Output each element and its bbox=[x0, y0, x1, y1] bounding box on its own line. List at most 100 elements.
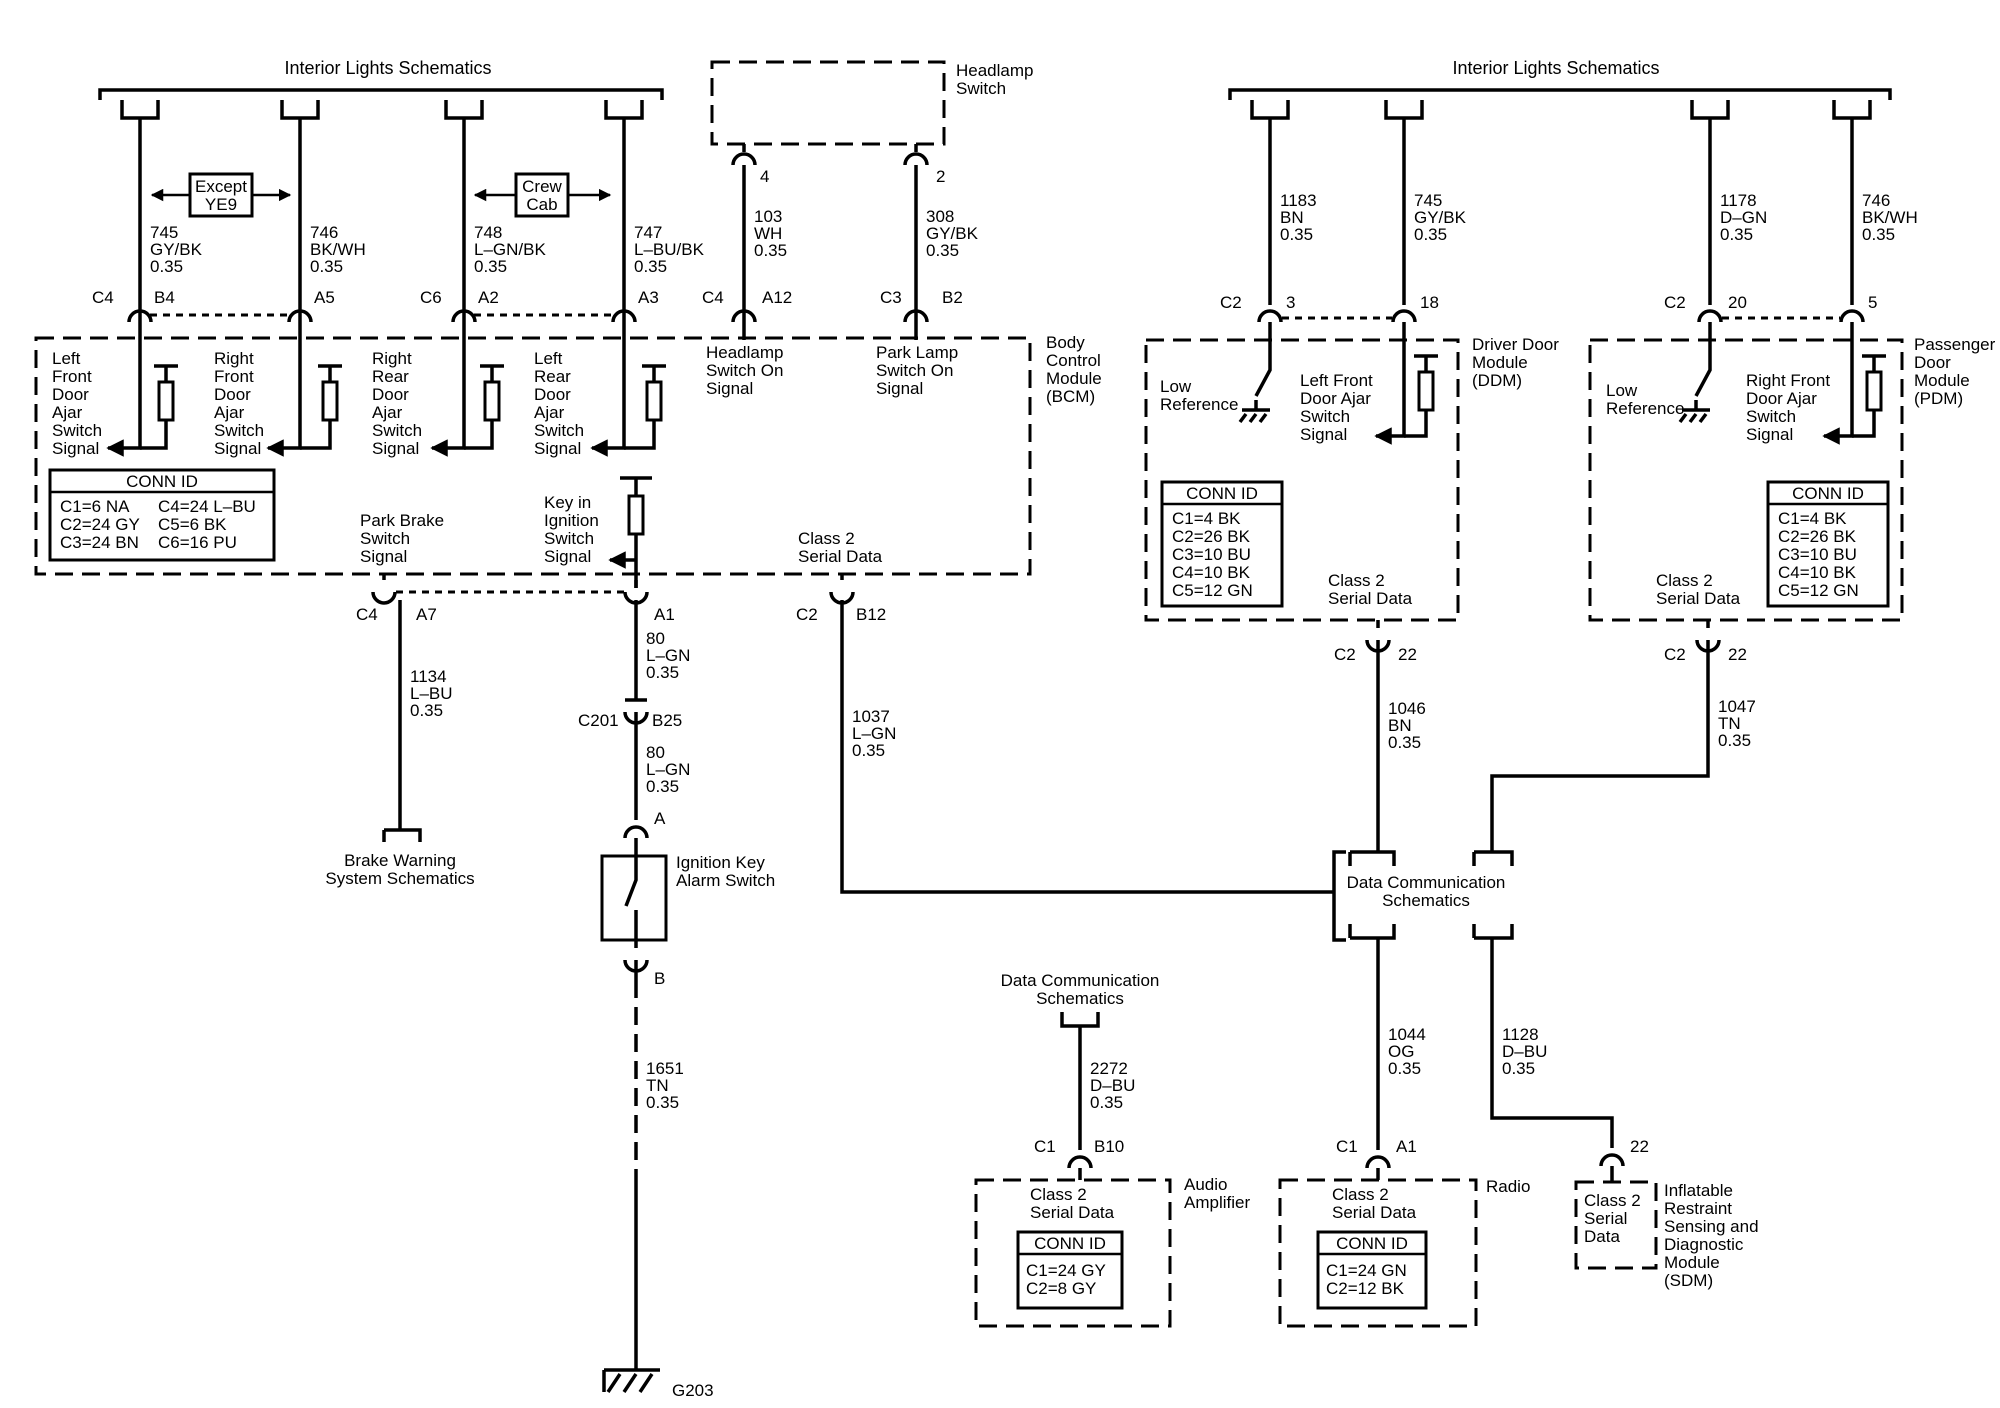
svg-text:C1=24 GY: C1=24 GY bbox=[1026, 1261, 1106, 1280]
svg-text:Ajar: Ajar bbox=[214, 403, 245, 422]
svg-text:3: 3 bbox=[1286, 293, 1295, 312]
svg-text:D–BU: D–BU bbox=[1090, 1076, 1135, 1095]
svg-text:Serial: Serial bbox=[1584, 1209, 1627, 1228]
rr-door-ajar-input: Right Rear Door Ajar Switch Signal bbox=[372, 345, 504, 458]
svg-text:0.35: 0.35 bbox=[310, 257, 343, 276]
svg-text:1128: 1128 bbox=[1502, 1025, 1539, 1044]
svg-text:Signal: Signal bbox=[1746, 425, 1793, 444]
svg-text:Right Front: Right Front bbox=[1746, 371, 1830, 390]
svg-text:0.35: 0.35 bbox=[1280, 225, 1313, 244]
svg-text:747: 747 bbox=[634, 223, 662, 242]
svg-text:Class 2: Class 2 bbox=[1328, 571, 1385, 590]
svg-text:0.35: 0.35 bbox=[1502, 1059, 1535, 1078]
svg-text:CONN ID: CONN ID bbox=[1034, 1234, 1106, 1253]
svg-text:0.35: 0.35 bbox=[1720, 225, 1753, 244]
svg-text:C3=10 BU: C3=10 BU bbox=[1778, 545, 1857, 564]
wire-748: 748 L–GN/BK 0.35 bbox=[474, 223, 546, 276]
svg-text:Rear: Rear bbox=[372, 367, 409, 386]
wire-308: 308 GY/BK 0.35 bbox=[926, 207, 979, 260]
svg-text:C5=12 GN: C5=12 GN bbox=[1778, 581, 1859, 600]
svg-text:2272: 2272 bbox=[1090, 1059, 1128, 1078]
svg-text:A: A bbox=[654, 809, 666, 828]
data-communication-hub: Data Communication Schematics bbox=[1332, 850, 1614, 1150]
svg-text:B2: B2 bbox=[942, 288, 963, 307]
svg-text:(SDM): (SDM) bbox=[1664, 1271, 1713, 1290]
svg-text:Left: Left bbox=[534, 349, 563, 368]
wire-2272: 2272 D–BU 0.35 bbox=[1090, 1059, 1135, 1112]
data-communication-bottom: Data Communication Schematics bbox=[1001, 971, 1159, 1150]
svg-text:Switch On: Switch On bbox=[706, 361, 783, 380]
svg-text:C1=24 GN: C1=24 GN bbox=[1326, 1261, 1407, 1280]
svg-text:TN: TN bbox=[646, 1076, 669, 1095]
svg-text:C6=16 PU: C6=16 PU bbox=[158, 533, 237, 552]
svg-text:Data Communication: Data Communication bbox=[1347, 873, 1506, 892]
wire-745-left: 745 GY/BK 0.35 bbox=[150, 223, 203, 276]
svg-text:WH: WH bbox=[754, 224, 782, 243]
svg-text:C4=10 BK: C4=10 BK bbox=[1778, 563, 1857, 582]
svg-text:Serial Data: Serial Data bbox=[798, 547, 883, 566]
svg-text:Schematics: Schematics bbox=[1036, 989, 1124, 1008]
svg-text:CONN ID: CONN ID bbox=[1336, 1234, 1408, 1253]
svg-text:Switch: Switch bbox=[544, 529, 594, 548]
svg-text:C3=10 BU: C3=10 BU bbox=[1172, 545, 1251, 564]
svg-text:Signal: Signal bbox=[1300, 425, 1347, 444]
svg-text:Park Lamp: Park Lamp bbox=[876, 343, 958, 362]
svg-text:B: B bbox=[654, 969, 665, 988]
svg-text:C2=24 GY: C2=24 GY bbox=[60, 515, 140, 534]
svg-text:(BCM): (BCM) bbox=[1046, 387, 1095, 406]
bcm-conn-id-table: CONN ID C1=6 NA C2=24 GY C3=24 BN C4=24 … bbox=[48, 468, 276, 562]
svg-text:Serial Data: Serial Data bbox=[1030, 1203, 1115, 1222]
svg-text:1183: 1183 bbox=[1280, 191, 1317, 210]
svg-text:Park Brake: Park Brake bbox=[360, 511, 444, 530]
svg-text:Rear: Rear bbox=[534, 367, 571, 386]
svg-text:D–GN: D–GN bbox=[1720, 208, 1767, 227]
svg-text:YE9: YE9 bbox=[205, 195, 237, 214]
rf-door-ajar-input: Right Front Door Ajar Switch Signal bbox=[214, 345, 342, 458]
svg-text:Class 2: Class 2 bbox=[1030, 1185, 1087, 1204]
svg-text:80: 80 bbox=[646, 629, 665, 648]
door-wires-right bbox=[1268, 128, 1854, 305]
svg-text:1047: 1047 bbox=[1718, 697, 1756, 716]
svg-text:Sensing and: Sensing and bbox=[1664, 1217, 1759, 1236]
svg-text:C2: C2 bbox=[1220, 293, 1242, 312]
svg-text:Module: Module bbox=[1046, 369, 1102, 388]
svg-text:1044: 1044 bbox=[1388, 1025, 1426, 1044]
svg-text:Door: Door bbox=[534, 385, 571, 404]
svg-text:Right: Right bbox=[214, 349, 254, 368]
svg-text:Ajar: Ajar bbox=[534, 403, 565, 422]
interior-lights-bus-left: Interior Lights Schematics bbox=[98, 58, 664, 128]
ground-g203-icon: G203 bbox=[602, 1180, 714, 1400]
svg-text:C2=12 BK: C2=12 BK bbox=[1326, 1279, 1405, 1298]
svg-text:C1=6 NA: C1=6 NA bbox=[60, 497, 130, 516]
svg-text:Door: Door bbox=[52, 385, 89, 404]
svg-text:Switch: Switch bbox=[214, 421, 264, 440]
door-module-connectors: C2 3 18 C2 20 5 bbox=[1220, 293, 1877, 323]
svg-text:Module: Module bbox=[1472, 353, 1528, 372]
svg-text:Schematics: Schematics bbox=[1382, 891, 1470, 910]
svg-text:748: 748 bbox=[474, 223, 502, 242]
svg-text:C4=24 L–BU: C4=24 L–BU bbox=[158, 497, 256, 516]
crew-cab-option: Crew Cab bbox=[473, 172, 612, 218]
svg-text:Switch On: Switch On bbox=[876, 361, 953, 380]
svg-text:Signal: Signal bbox=[52, 439, 99, 458]
svg-text:C201: C201 bbox=[578, 711, 619, 730]
svg-text:Low: Low bbox=[1160, 377, 1192, 396]
svg-text:C1: C1 bbox=[1034, 1137, 1056, 1156]
svg-text:2: 2 bbox=[936, 167, 945, 186]
svg-text:B4: B4 bbox=[154, 288, 175, 307]
svg-text:0.35: 0.35 bbox=[646, 1093, 679, 1112]
svg-text:C2: C2 bbox=[1334, 645, 1356, 664]
svg-text:A3: A3 bbox=[638, 288, 659, 307]
svg-text:0.35: 0.35 bbox=[1388, 1059, 1421, 1078]
wire-1178: 1178 D–GN 0.35 bbox=[1720, 191, 1767, 244]
svg-text:18: 18 bbox=[1420, 293, 1439, 312]
svg-text:OG: OG bbox=[1388, 1042, 1414, 1061]
wire-1128: 1128 D–BU 0.35 bbox=[1502, 1025, 1547, 1078]
svg-text:BN: BN bbox=[1388, 716, 1412, 735]
svg-text:Door Ajar: Door Ajar bbox=[1300, 389, 1371, 408]
driver-door-module: Driver Door Module (DDM) Low Reference L… bbox=[1144, 322, 1559, 622]
svg-text:0.35: 0.35 bbox=[1718, 731, 1751, 750]
svg-text:C1=4 BK: C1=4 BK bbox=[1172, 509, 1241, 528]
svg-text:Low: Low bbox=[1606, 381, 1638, 400]
svg-text:Headlamp: Headlamp bbox=[706, 343, 784, 362]
